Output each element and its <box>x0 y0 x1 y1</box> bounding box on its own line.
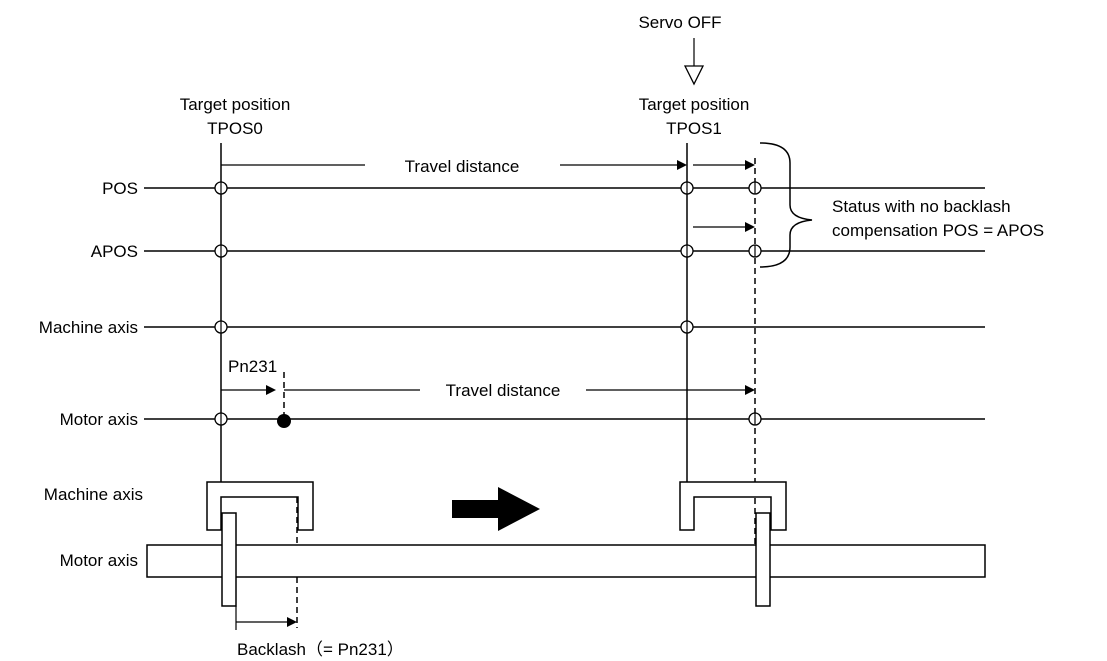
travel-distance-label-top: Travel distance <box>405 157 520 176</box>
row-label-machine-axis: Machine axis <box>39 318 138 337</box>
travel-distance-arrowhead <box>677 160 687 170</box>
motion-direction-arrow <box>452 487 540 531</box>
status-brace <box>759 142 813 268</box>
tpos0-title: Target position <box>180 95 291 114</box>
backlash-label: Backlash（= Pn231） <box>237 640 404 659</box>
tpos1-label: TPOS1 <box>666 119 722 138</box>
machine-axis-bracket-right <box>679 481 787 531</box>
mechanism-machine-axis-label: Machine axis <box>44 485 143 504</box>
backlash-arrowhead <box>287 617 297 627</box>
row-label-motor-axis: Motor axis <box>60 410 138 429</box>
pos-extra-arrowhead <box>745 160 755 170</box>
status-note-line2: compensation POS = APOS <box>832 221 1044 240</box>
tpos0-label: TPOS0 <box>207 119 263 138</box>
motor-axis-tooth-left <box>221 512 237 607</box>
travel-distance-label-bottom: Travel distance <box>446 381 561 400</box>
motor-axis-tooth-right <box>755 512 771 607</box>
row-label-pos: POS <box>102 179 138 198</box>
tpos1-title: Target position <box>639 95 750 114</box>
machine-axis-bracket-left <box>206 481 314 531</box>
motor-axis-shaft <box>146 544 986 578</box>
servo-off-label: Servo OFF <box>638 13 721 32</box>
mechanism-motor-axis-label: Motor axis <box>60 551 138 570</box>
travel-distance-arrowhead-bottom <box>745 385 755 395</box>
apos-extra-arrowhead <box>745 222 755 232</box>
status-note-line1: Status with no backlash <box>832 197 1011 216</box>
servo-off-arrow-head <box>683 65 705 86</box>
pn231-arrowhead <box>266 385 276 395</box>
motor-axis-filled-marker <box>277 414 291 428</box>
row-label-apos: APOS <box>91 242 138 261</box>
pn231-label: Pn231 <box>228 357 277 376</box>
